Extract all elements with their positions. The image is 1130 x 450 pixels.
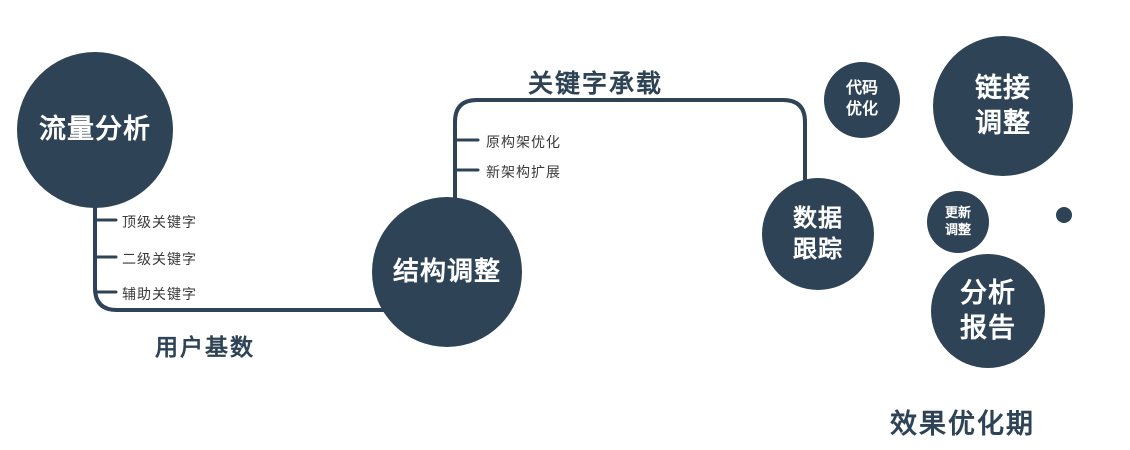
node-analysis-report-label: 分析 报告 — [960, 277, 1016, 343]
node-data-tracking: 数据 跟踪 — [762, 178, 874, 290]
node-analysis-report: 分析 报告 — [931, 254, 1045, 368]
edge-label-keyword-carrying: 关键字承载 — [528, 70, 664, 98]
node-structure-adjustment: 结构调整 — [372, 197, 522, 347]
connector-structure-to-tracking — [453, 98, 807, 207]
branch-label-auxiliary-keyword: 辅助关键字 — [122, 286, 197, 302]
node-code-optimization-label: 代码 优化 — [845, 80, 878, 118]
caption-effect-optimization-period: 效果优化期 — [890, 409, 1035, 439]
connector-traffic-to-structure — [93, 188, 392, 312]
node-link-adjustment: 链接 调整 — [933, 36, 1073, 176]
node-update-adjustment-label: 更新 调整 — [944, 205, 971, 237]
node-update-adjustment: 更新 调整 — [927, 191, 989, 253]
node-traffic-analysis: 流量分析 — [17, 52, 173, 208]
node-data-tracking-label: 数据 跟踪 — [793, 204, 843, 263]
branch-label-top-keyword: 顶级关键字 — [122, 214, 197, 230]
branch-label-secondary-keyword: 二级关键字 — [122, 251, 197, 267]
branch-label-framework-expand: 新架构扩展 — [486, 164, 561, 180]
node-traffic-analysis-label: 流量分析 — [39, 114, 151, 145]
node-code-optimization: 代码 优化 — [824, 62, 900, 138]
dot-marker — [1056, 207, 1072, 223]
node-structure-adjustment-label: 结构调整 — [392, 256, 501, 287]
edge-label-user-base: 用户基数 — [155, 334, 255, 360]
branch-label-framework-optimize: 原构架优化 — [486, 134, 561, 150]
node-link-adjustment-label: 链接 调整 — [975, 72, 1031, 138]
